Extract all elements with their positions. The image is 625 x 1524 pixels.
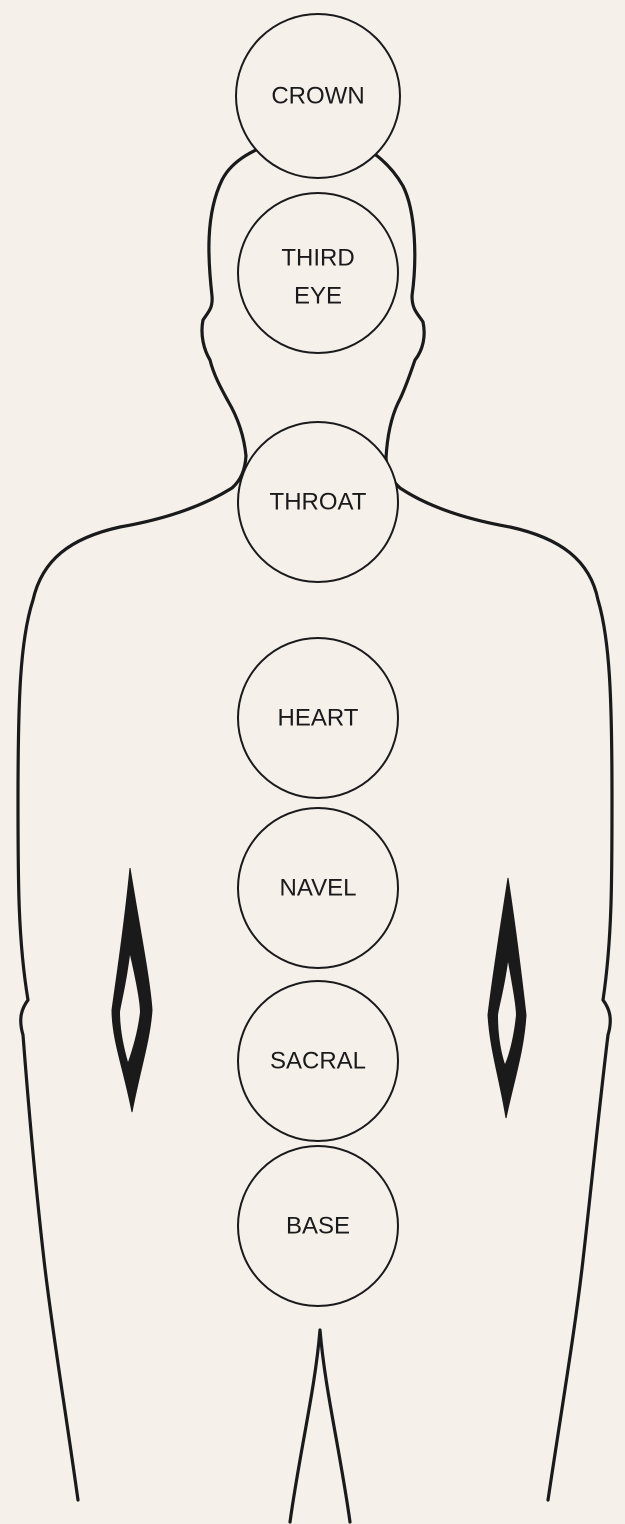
- chakra-third-eye: THIRD EYE: [238, 193, 398, 353]
- chakra-throat: THROAT: [238, 422, 398, 582]
- chakra-crown-label: CROWN: [271, 82, 364, 109]
- chakra-third-eye-circle: [238, 193, 398, 353]
- chakra-base-label: BASE: [286, 1212, 350, 1239]
- chakra-third-eye-label-line1: THIRD: [281, 244, 354, 271]
- right-arm-gap: [488, 878, 526, 1118]
- chakra-crown: CROWN: [236, 14, 400, 178]
- chakra-heart: HEART: [238, 638, 398, 798]
- chakra-sacral: SACRAL: [238, 981, 398, 1141]
- left-arm-gap: [112, 868, 152, 1112]
- chakra-navel: NAVEL: [238, 808, 398, 968]
- chakra-throat-label: THROAT: [270, 488, 367, 515]
- chakra-base: BASE: [238, 1146, 398, 1306]
- chakra-third-eye-label-line2: EYE: [294, 282, 342, 309]
- chakra-sacral-label: SACRAL: [270, 1047, 366, 1074]
- chakra-navel-label: NAVEL: [280, 874, 357, 901]
- chakra-heart-label: HEART: [278, 704, 359, 731]
- leg-separation: [290, 1330, 350, 1522]
